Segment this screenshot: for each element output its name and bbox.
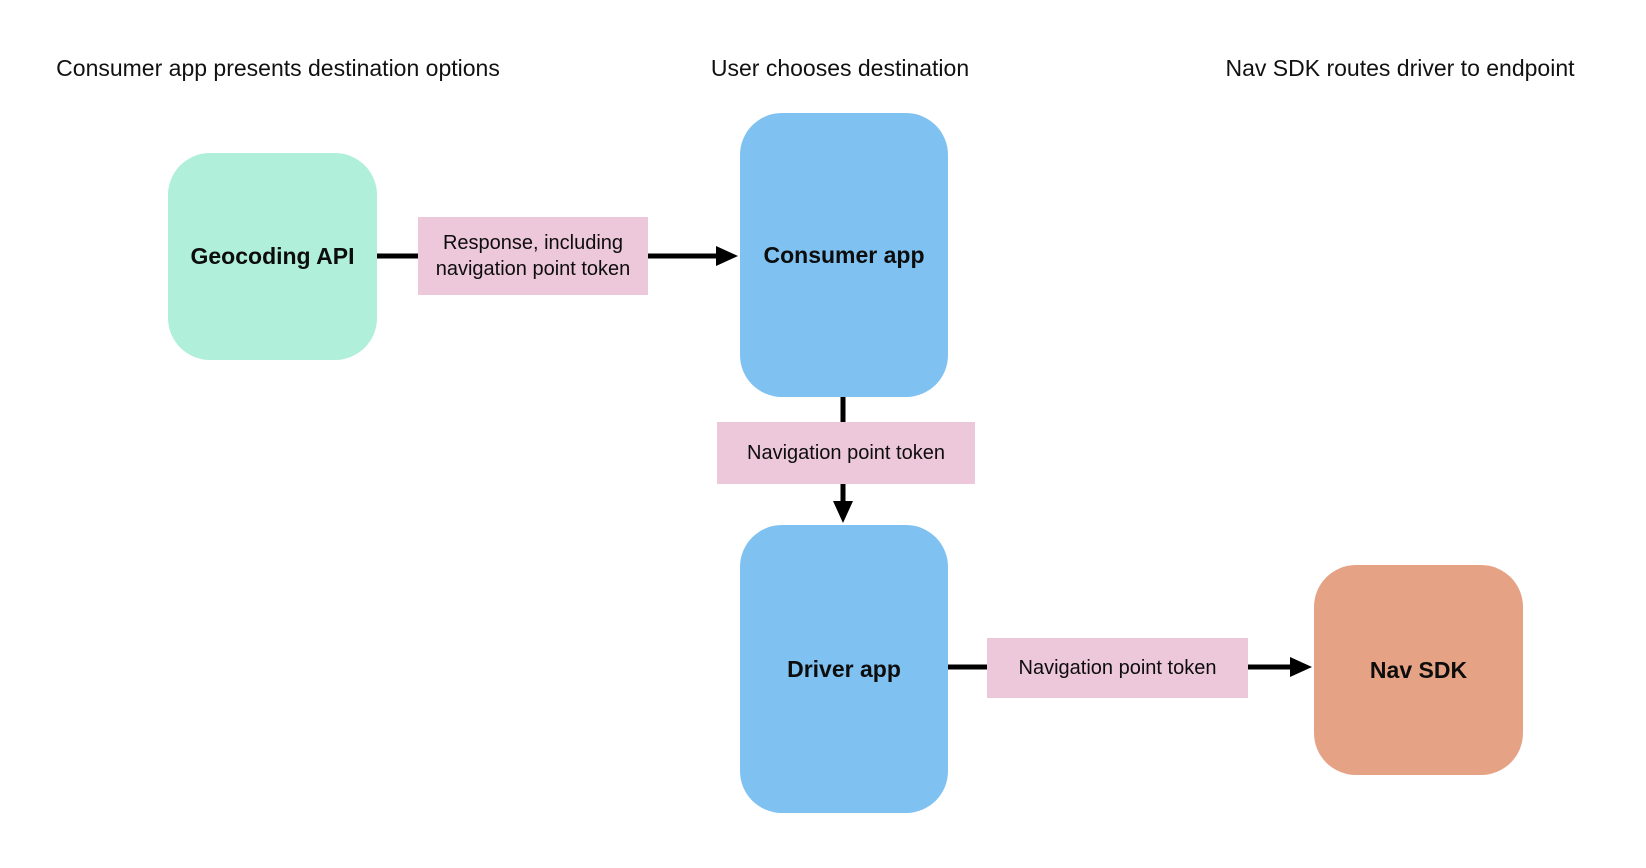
stage-header-consumer-presents: Consumer app presents destination option… [56, 55, 500, 81]
node-consumer-app: Consumer app [740, 113, 948, 397]
edge-label-token-driver-navsdk-text: Navigation point token [1018, 657, 1217, 679]
stage-header-navsdk-routes: Nav SDK routes driver to endpoint [1225, 55, 1575, 81]
node-driver-app-label: Driver app [787, 655, 901, 682]
stage-header-user-chooses: User chooses destination [710, 55, 970, 81]
arrow-geocoding-to-consumer-head [716, 246, 738, 266]
edge-label-token-consumer-driver: Navigation point token [717, 422, 975, 484]
edge-label-response-text: Response, including navigation point tok… [435, 232, 631, 280]
edge-label-response: Response, including navigation point tok… [418, 217, 648, 295]
edge-label-token-driver-navsdk: Navigation point token [987, 638, 1248, 698]
arrow-driver-to-navsdk-head [1290, 657, 1312, 677]
node-geocoding-api-label: Geocoding API [190, 243, 355, 269]
edge-label-token-consumer-driver-text: Navigation point token [747, 442, 945, 464]
node-geocoding-api: Geocoding API [168, 153, 377, 360]
node-driver-app: Driver app [740, 525, 948, 813]
arrow-consumer-to-driver-head [833, 501, 853, 523]
node-nav-sdk-label: Nav SDK [1369, 656, 1468, 683]
node-nav-sdk: Nav SDK [1314, 565, 1523, 775]
node-consumer-app-label: Consumer app [763, 241, 925, 268]
